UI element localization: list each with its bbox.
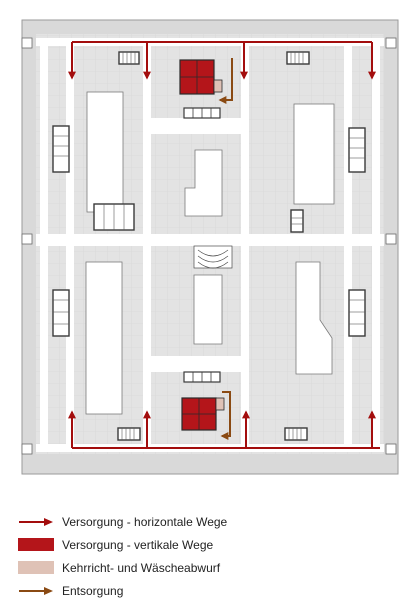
red-square-icon — [18, 538, 54, 552]
floor-plan — [21, 19, 399, 475]
stair-center-small — [290, 209, 304, 233]
legend-item-supply-vertical: Versorgung - vertikale Wege — [18, 533, 398, 556]
arrow-brown-icon — [18, 584, 54, 598]
beige-square-icon — [18, 561, 54, 575]
legend-label: Versorgung - horizontale Wege — [62, 514, 228, 529]
stair-top-left — [118, 51, 140, 65]
stair-top-right — [286, 51, 310, 65]
legend-item-supply-horizontal: Versorgung - horizontale Wege — [18, 510, 398, 533]
courtyards — [85, 91, 335, 415]
stair-bottom-right — [284, 427, 308, 441]
arrow-red-icon — [18, 515, 54, 529]
disposal-path-bottom — [220, 391, 231, 440]
courtyard-ne — [293, 103, 335, 205]
equipment-dividers — [192, 108, 212, 382]
horizontal-supply-routes — [68, 41, 380, 449]
stair-left-lower — [52, 289, 70, 337]
legend-label: Kehrricht- und Wäscheabwurf — [62, 560, 221, 575]
corridor-v3 — [241, 46, 249, 444]
corridor-v4 — [344, 46, 352, 444]
corridor-v2 — [143, 46, 151, 444]
stair-treads — [53, 52, 365, 440]
corner-markers — [21, 37, 397, 455]
courtyard-center-top — [184, 149, 223, 217]
stair-left-upper — [52, 125, 70, 173]
vertical-cores — [179, 59, 225, 431]
stair-right-lower — [348, 289, 366, 337]
corridor-v1 — [66, 46, 74, 444]
legend-item-disposal: Entsorgung — [18, 579, 398, 602]
courtyard-nw — [86, 91, 124, 213]
courtyard-center-bottom — [193, 274, 223, 345]
central-band-2 — [151, 356, 241, 372]
central-stair — [193, 245, 233, 269]
disposal-path-top — [218, 58, 233, 104]
legend-label: Versorgung - vertikale Wege — [62, 537, 214, 552]
corridor-middle — [36, 234, 384, 246]
stair-bottom-left — [117, 427, 141, 441]
chute-top — [213, 79, 223, 93]
courtyard-sw — [85, 261, 123, 415]
courtyard-se — [295, 261, 333, 375]
legend-item-chute: Kehrricht- und Wäscheabwurf — [18, 556, 398, 579]
central-band — [151, 118, 241, 134]
legend: Versorgung - horizontale Wege Versorgung… — [18, 510, 398, 602]
stair-right-upper — [348, 127, 366, 173]
legend-label: Entsorgung — [62, 583, 124, 598]
disposal-paths — [218, 58, 233, 440]
chute-bottom — [215, 397, 225, 411]
